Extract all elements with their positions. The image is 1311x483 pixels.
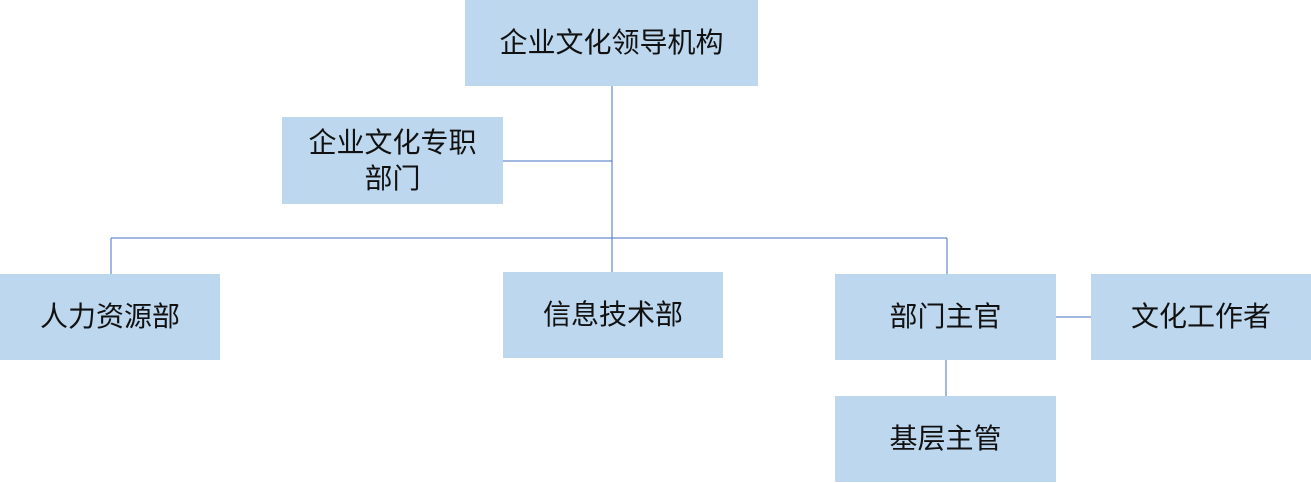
node-culture-special-dept-label-line2: 部门 bbox=[364, 161, 421, 195]
node-dept-head: 部门主官 bbox=[835, 274, 1056, 360]
node-culture-special-dept: 企业文化专职 部门 bbox=[282, 117, 503, 204]
node-base-head-label: 基层主管 bbox=[889, 422, 1002, 455]
node-hr-dept: 人力资源部 bbox=[0, 274, 220, 360]
node-culture-worker: 文化工作者 bbox=[1091, 274, 1311, 360]
node-it-dept-label: 信息技术部 bbox=[542, 298, 683, 331]
node-dept-head-label: 部门主官 bbox=[889, 300, 1002, 333]
node-culture-leadership: 企业文化领导机构 bbox=[465, 0, 758, 86]
node-it-dept: 信息技术部 bbox=[503, 272, 723, 358]
node-hr-dept-label: 人力资源部 bbox=[39, 300, 180, 333]
node-culture-leadership-label: 企业文化领导机构 bbox=[499, 26, 724, 59]
node-base-head: 基层主管 bbox=[835, 396, 1056, 482]
node-culture-worker-label: 文化工作者 bbox=[1130, 300, 1271, 333]
node-culture-special-dept-label-line1: 企业文化专职 bbox=[308, 125, 477, 159]
